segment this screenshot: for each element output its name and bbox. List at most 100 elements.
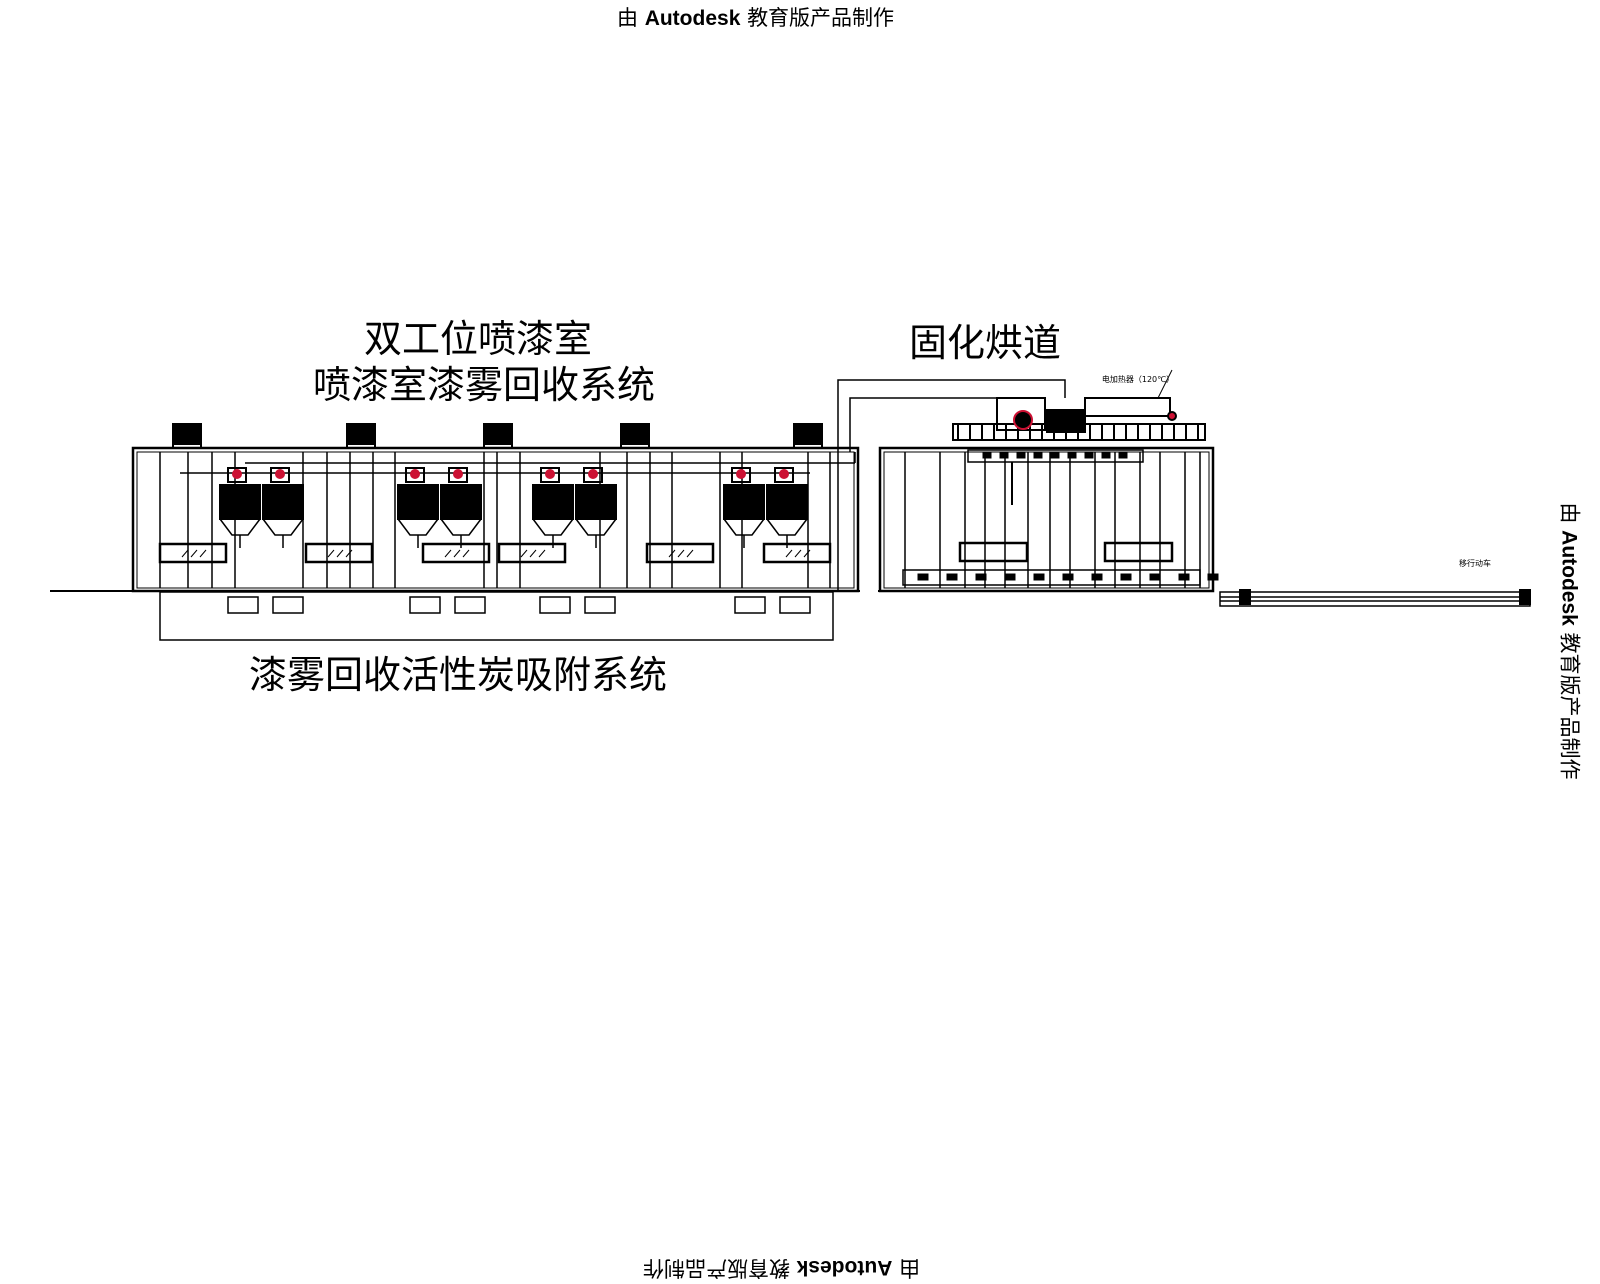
rail-block bbox=[1084, 452, 1094, 459]
carbon-cell bbox=[539, 596, 571, 614]
filter-unit bbox=[723, 484, 765, 520]
oven-fan-icon bbox=[1013, 410, 1033, 430]
oven-conveyor bbox=[902, 569, 1201, 586]
leader-line bbox=[1157, 369, 1173, 399]
transfer-car-rail bbox=[1219, 591, 1531, 607]
rail-block bbox=[999, 452, 1009, 459]
rail-block bbox=[1101, 452, 1111, 459]
booth-window bbox=[421, 542, 491, 564]
conveyor-block bbox=[975, 573, 987, 581]
conveyor-block bbox=[1178, 573, 1190, 581]
conveyor-block bbox=[1033, 573, 1045, 581]
filter-motor bbox=[540, 467, 560, 483]
filter-hopper bbox=[219, 518, 261, 536]
return-duct bbox=[849, 397, 997, 452]
exhaust-fan bbox=[620, 423, 650, 445]
conveyor-block bbox=[1091, 573, 1103, 581]
supply-duct bbox=[837, 379, 1066, 592]
fan-base bbox=[793, 443, 823, 449]
carbon-cell bbox=[227, 596, 259, 614]
carbon-title: 漆雾回收活性炭吸附系统 bbox=[249, 653, 667, 697]
filter-motor bbox=[774, 467, 794, 483]
filter-hopper bbox=[723, 518, 765, 536]
carbon-adsorption-box bbox=[159, 591, 834, 641]
filter-hopper bbox=[262, 518, 304, 536]
rail-block bbox=[1067, 452, 1077, 459]
filter-unit bbox=[532, 484, 574, 520]
filter-hopper bbox=[532, 518, 574, 536]
carbon-cell bbox=[584, 596, 616, 614]
filter-hopper bbox=[440, 518, 482, 536]
booth-title: 双工位喷漆室 bbox=[364, 317, 592, 361]
booth-window bbox=[497, 542, 567, 564]
conveyor-block bbox=[917, 573, 929, 581]
carbon-cell bbox=[734, 596, 766, 614]
conveyor-block bbox=[1004, 573, 1016, 581]
transfer-car-label: 移行动车 bbox=[1459, 558, 1491, 568]
rail-block bbox=[1016, 452, 1026, 459]
carbon-cell bbox=[779, 596, 811, 614]
heater-marker bbox=[1167, 411, 1177, 421]
filter-unit bbox=[766, 484, 808, 520]
filter-hopper bbox=[766, 518, 808, 536]
fan-base bbox=[620, 443, 650, 449]
carbon-cell bbox=[409, 596, 441, 614]
oven-blower bbox=[1046, 409, 1086, 433]
filter-hopper bbox=[397, 518, 439, 536]
booth-window bbox=[158, 542, 228, 564]
filter-unit bbox=[440, 484, 482, 520]
transfer-car-wheel bbox=[1519, 589, 1531, 605]
filter-hopper bbox=[575, 518, 617, 536]
motor-marker bbox=[453, 469, 463, 479]
oven-window bbox=[1103, 541, 1174, 563]
heater-box bbox=[1084, 397, 1171, 417]
filter-unit bbox=[575, 484, 617, 520]
filter-motor bbox=[405, 467, 425, 483]
recovery-title: 喷漆室漆雾回收系统 bbox=[313, 363, 655, 407]
fan-base bbox=[346, 443, 376, 449]
exhaust-fan bbox=[346, 423, 376, 445]
booth-window bbox=[304, 542, 374, 564]
oven-window bbox=[958, 541, 1029, 563]
oven-fan-housing bbox=[996, 397, 1046, 431]
window-hatch bbox=[327, 549, 353, 558]
conveyor-block bbox=[946, 573, 958, 581]
filter-unit bbox=[262, 484, 304, 520]
filter-unit bbox=[397, 484, 439, 520]
oven-top-rail bbox=[967, 449, 1144, 463]
window-hatch bbox=[444, 549, 470, 558]
filter-motor bbox=[227, 467, 247, 483]
motor-marker bbox=[410, 469, 420, 479]
window-hatch bbox=[785, 549, 811, 558]
motor-marker bbox=[779, 469, 789, 479]
fan-base bbox=[483, 443, 513, 449]
motor-marker bbox=[275, 469, 285, 479]
filter-motor bbox=[270, 467, 290, 483]
conveyor-block bbox=[1149, 573, 1161, 581]
exhaust-fan bbox=[483, 423, 513, 445]
exhaust-fan bbox=[172, 423, 202, 445]
motor-marker bbox=[588, 469, 598, 479]
motor-marker bbox=[736, 469, 746, 479]
rail-block bbox=[1050, 452, 1060, 459]
conveyor-block bbox=[1120, 573, 1132, 581]
filter-motor bbox=[731, 467, 751, 483]
window-hatch bbox=[181, 549, 207, 558]
filter-motor bbox=[583, 467, 603, 483]
motor-marker bbox=[232, 469, 242, 479]
exhaust-fan bbox=[793, 423, 823, 445]
filter-unit bbox=[219, 484, 261, 520]
booth-window bbox=[645, 542, 715, 564]
oven-inner bbox=[883, 451, 1210, 589]
transfer-car-wheel bbox=[1239, 589, 1251, 605]
motor-marker bbox=[545, 469, 555, 479]
rail-block bbox=[1033, 452, 1043, 459]
carbon-cell bbox=[272, 596, 304, 614]
fan-base bbox=[172, 443, 202, 449]
spray-booth-inner bbox=[136, 451, 855, 589]
heater-note: 电加热器（120℃） bbox=[1102, 374, 1174, 384]
booth-window bbox=[762, 542, 832, 564]
oven-title: 固化烘道 bbox=[909, 321, 1061, 365]
watermark-top: 由 Autodesk 教育版产品制作 bbox=[617, 6, 895, 30]
rail-block bbox=[982, 452, 992, 459]
